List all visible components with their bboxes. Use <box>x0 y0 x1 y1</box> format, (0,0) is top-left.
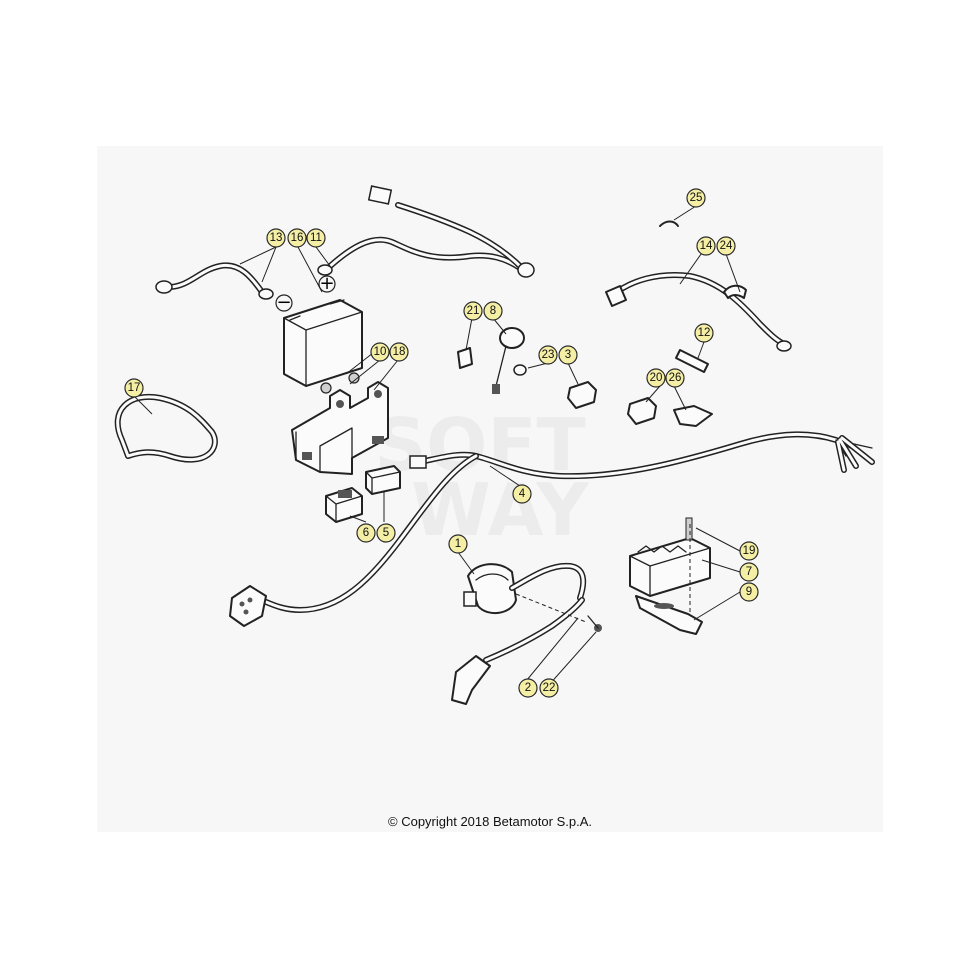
callout-9: 9 <box>739 582 759 602</box>
clip-part-25 <box>659 220 679 227</box>
callout-1: 1 <box>448 534 468 554</box>
svg-text:17: 17 <box>128 382 141 394</box>
callout-26: 26 <box>665 368 685 388</box>
svg-text:11: 11 <box>310 232 322 244</box>
connector-part-3 <box>567 381 597 409</box>
battery-negative-cable <box>155 262 274 300</box>
callout-23: 23 <box>538 345 558 365</box>
callout-21: 21 <box>463 301 483 321</box>
svg-text:26: 26 <box>669 372 682 384</box>
battery-positive-cable <box>317 185 535 278</box>
clip-part-24 <box>723 284 747 299</box>
leader-lines <box>133 205 741 687</box>
connector-part-20 <box>627 397 657 425</box>
callout-5: 5 <box>376 523 396 543</box>
cable-part-14 <box>605 272 792 352</box>
callout-7: 7 <box>739 562 759 582</box>
sensor-part-8 <box>492 327 525 394</box>
callout-24: 24 <box>716 236 736 256</box>
callout-6: 6 <box>356 523 376 543</box>
svg-text:14: 14 <box>700 240 713 252</box>
nut-part-23 <box>513 364 527 376</box>
callout-8: 8 <box>483 301 503 321</box>
callout-2: 2 <box>518 678 538 698</box>
svg-text:19: 19 <box>743 545 756 557</box>
copyright-notice: © Copyright 2018 Betamotor S.p.A. <box>388 814 592 829</box>
callout-11: 11 <box>306 228 326 248</box>
svg-text:16: 16 <box>291 232 304 244</box>
callout-19: 19 <box>739 541 759 561</box>
callout-3: 3 <box>558 345 578 365</box>
callout-14: 14 <box>696 236 716 256</box>
fuse-part-21 <box>457 347 473 369</box>
main-wiring-harness-part-4 <box>229 431 875 627</box>
callout-17: 17 <box>124 378 144 398</box>
bracket-part-9 <box>635 595 703 635</box>
svg-text:8: 8 <box>490 305 496 317</box>
cap-part-26 <box>673 405 713 427</box>
svg-text:3: 3 <box>565 349 571 361</box>
relay-part-5 <box>365 465 401 495</box>
callout-25: 25 <box>686 188 706 208</box>
svg-text:21: 21 <box>467 305 480 317</box>
svg-text:9: 9 <box>746 586 752 598</box>
svg-text:20: 20 <box>650 372 663 384</box>
svg-text:2: 2 <box>525 682 531 694</box>
callout-13: 13 <box>266 228 286 248</box>
callout-12: 12 <box>694 323 714 343</box>
ignition-coil-part-1 <box>451 562 602 705</box>
callout-22: 22 <box>539 678 559 698</box>
svg-text:24: 24 <box>720 240 733 252</box>
callout-16: 16 <box>287 228 307 248</box>
battery-holder <box>291 372 389 475</box>
svg-text:10: 10 <box>374 346 387 358</box>
callout-4: 4 <box>512 484 532 504</box>
callout-20: 20 <box>646 368 666 388</box>
svg-text:13: 13 <box>270 232 283 244</box>
voltage-regulator-part-7 <box>629 517 711 597</box>
loop-cable-part-17 <box>114 393 218 463</box>
svg-text:12: 12 <box>698 327 711 339</box>
svg-text:6: 6 <box>363 527 369 539</box>
negative-terminal-symbol: − <box>276 292 291 313</box>
svg-text:18: 18 <box>393 346 406 358</box>
relay-part-6 <box>325 487 363 523</box>
svg-text:1: 1 <box>455 538 461 550</box>
svg-text:7: 7 <box>746 566 752 578</box>
svg-text:22: 22 <box>543 682 556 694</box>
svg-text:25: 25 <box>690 192 703 204</box>
fuse-part-12 <box>675 349 709 373</box>
svg-text:23: 23 <box>542 349 555 361</box>
battery: − + <box>275 273 363 387</box>
watermark-line-2: WAY <box>411 468 589 552</box>
positive-terminal-symbol: + <box>319 273 334 294</box>
svg-text:4: 4 <box>519 488 526 500</box>
svg-text:5: 5 <box>383 527 389 539</box>
callout-18: 18 <box>389 342 409 362</box>
callout-10: 10 <box>370 342 390 362</box>
diagram-panel <box>97 146 883 832</box>
